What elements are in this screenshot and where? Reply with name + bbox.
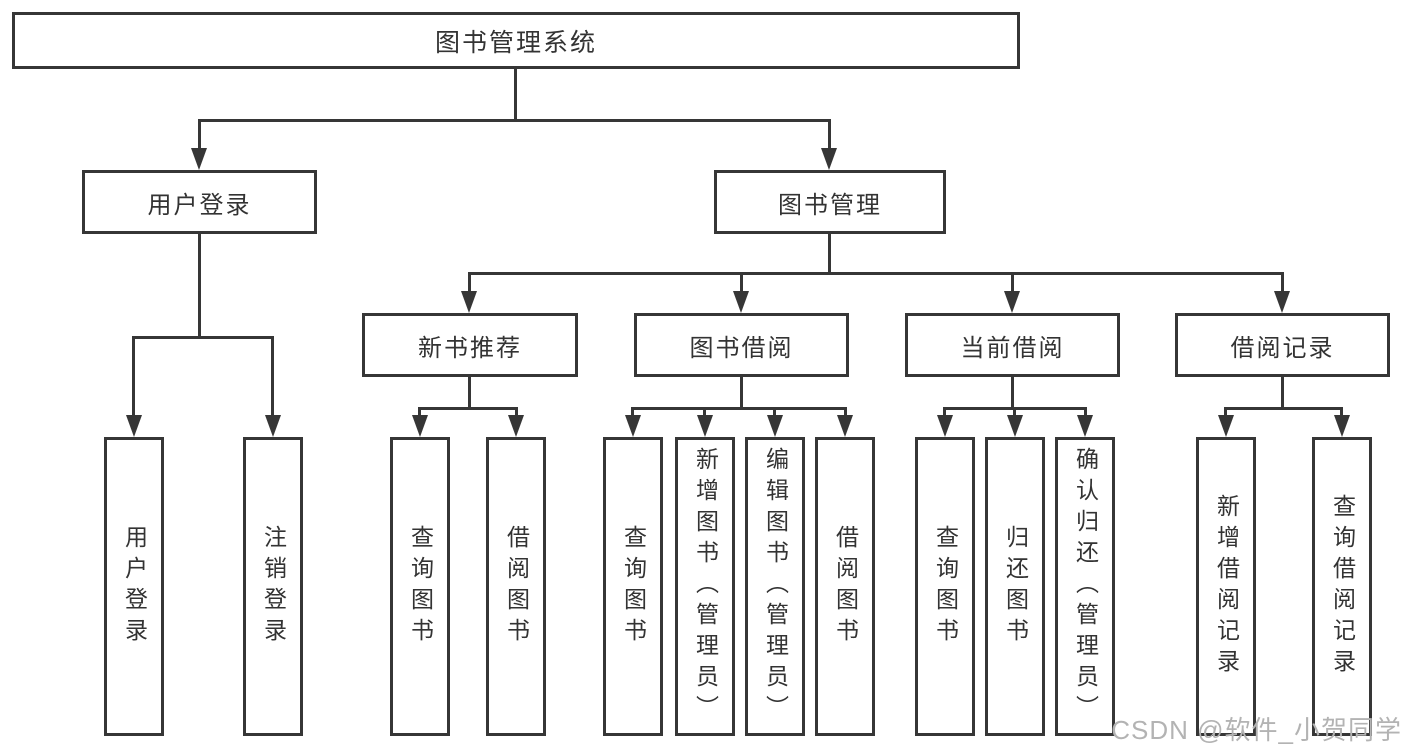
arrow-down-icon	[837, 415, 853, 437]
leaf-label: 归还图书	[1002, 524, 1029, 649]
leaf-borrow-books-recommend: 借阅图书	[486, 437, 546, 736]
node-label: 图书管理系统	[434, 28, 597, 57]
node-label: 新书推荐	[418, 334, 522, 362]
arrow-down-icon	[1274, 291, 1290, 313]
leaf-label: 查询借阅记录	[1329, 493, 1356, 680]
connector-line	[844, 407, 847, 420]
arrow-down-icon	[191, 148, 207, 170]
leaf-add-borrow-record: 新增借阅记录	[1196, 437, 1256, 736]
leaf-label: 编辑图书（管理员）	[762, 447, 789, 726]
connector-line	[1224, 407, 1227, 420]
node-label: 图书借阅	[689, 334, 794, 362]
connector-line	[514, 68, 517, 122]
watermark: CSDN @软件_小贺同学	[1111, 715, 1402, 745]
connector-line	[1011, 272, 1014, 295]
leaf-label: 查询图书	[407, 524, 434, 649]
connector-line	[1281, 377, 1284, 410]
connector-line	[828, 234, 831, 275]
leaf-label: 借阅图书	[503, 524, 530, 649]
connector-line	[1340, 407, 1343, 420]
leaf-query-borrow-record: 查询借阅记录	[1312, 437, 1372, 736]
leaf-label: 新增图书（管理员）	[692, 447, 719, 726]
node-borrow-records: 借阅记录	[1175, 313, 1390, 377]
connector-line	[1084, 407, 1087, 420]
arrow-down-icon	[508, 415, 524, 437]
leaf-query-books-current: 查询图书	[915, 437, 975, 736]
arrow-down-icon	[1004, 291, 1020, 313]
leaf-query-books-borrowing: 查询图书	[603, 437, 663, 736]
leaf-logout: 注销登录	[243, 437, 303, 736]
connector-line	[773, 407, 776, 420]
connector-line	[1281, 272, 1284, 295]
leaf-label: 查询图书	[620, 524, 647, 649]
node-book-management: 图书管理	[714, 170, 946, 234]
arrow-down-icon	[126, 415, 142, 437]
connector-line	[740, 272, 743, 295]
leaf-label: 确认归还（管理员）	[1072, 447, 1099, 726]
leaf-label: 查询图书	[932, 524, 959, 649]
node-current-borrowing: 当前借阅	[905, 313, 1120, 377]
node-label: 图书管理	[778, 191, 882, 219]
arrow-down-icon	[821, 148, 837, 170]
connector-line	[198, 119, 201, 152]
node-label: 借阅记录	[1230, 334, 1335, 362]
connector-line	[132, 336, 135, 420]
node-label: 当前借阅	[960, 334, 1065, 362]
arrow-down-icon	[767, 415, 783, 437]
node-label: 用户登录	[147, 191, 252, 219]
node-new-book-recommendation: 新书推荐	[362, 313, 578, 377]
connector-line	[468, 272, 471, 295]
leaf-return-books: 归还图书	[985, 437, 1045, 736]
connector-line	[1013, 407, 1016, 420]
connector-line	[198, 119, 831, 122]
connector-line	[468, 272, 1284, 275]
connector-line	[631, 407, 634, 420]
connector-line	[418, 407, 421, 420]
arrow-down-icon	[1007, 415, 1023, 437]
connector-line	[418, 407, 518, 410]
arrow-down-icon	[937, 415, 953, 437]
leaf-borrow-books: 借阅图书	[815, 437, 875, 736]
leaf-add-books-admin: 新增图书（管理员）	[675, 437, 735, 736]
connector-line	[631, 407, 847, 410]
arrow-down-icon	[265, 415, 281, 437]
connector-line	[468, 377, 471, 410]
leaf-label: 新增借阅记录	[1213, 493, 1240, 680]
arrow-down-icon	[625, 415, 641, 437]
node-user-login: 用户登录	[82, 170, 317, 234]
arrow-down-icon	[461, 291, 477, 313]
connector-line	[1224, 407, 1343, 410]
leaf-label: 借阅图书	[832, 524, 859, 649]
connector-line	[943, 407, 946, 420]
arrow-down-icon	[697, 415, 713, 437]
leaf-label: 用户登录	[121, 524, 148, 649]
leaf-query-books-recommend: 查询图书	[390, 437, 450, 736]
node-library-management-system: 图书管理系统	[12, 12, 1020, 69]
leaf-edit-books-admin: 编辑图书（管理员）	[745, 437, 805, 736]
connector-line	[1011, 377, 1014, 410]
leaf-label: 注销登录	[260, 524, 287, 649]
leaf-confirm-return-admin: 确认归还（管理员）	[1055, 437, 1115, 736]
connector-line	[271, 336, 274, 420]
arrow-down-icon	[1334, 415, 1350, 437]
arrow-down-icon	[412, 415, 428, 437]
connector-line	[828, 119, 831, 152]
connector-line	[198, 234, 201, 339]
node-book-borrowing: 图书借阅	[634, 313, 849, 377]
arrow-down-icon	[733, 291, 749, 313]
connector-line	[740, 377, 743, 410]
arrow-down-icon	[1077, 415, 1093, 437]
connector-line	[703, 407, 706, 420]
arrow-down-icon	[1218, 415, 1234, 437]
leaf-user-login: 用户登录	[104, 437, 164, 736]
connector-line	[132, 336, 274, 339]
connector-line	[515, 407, 518, 420]
